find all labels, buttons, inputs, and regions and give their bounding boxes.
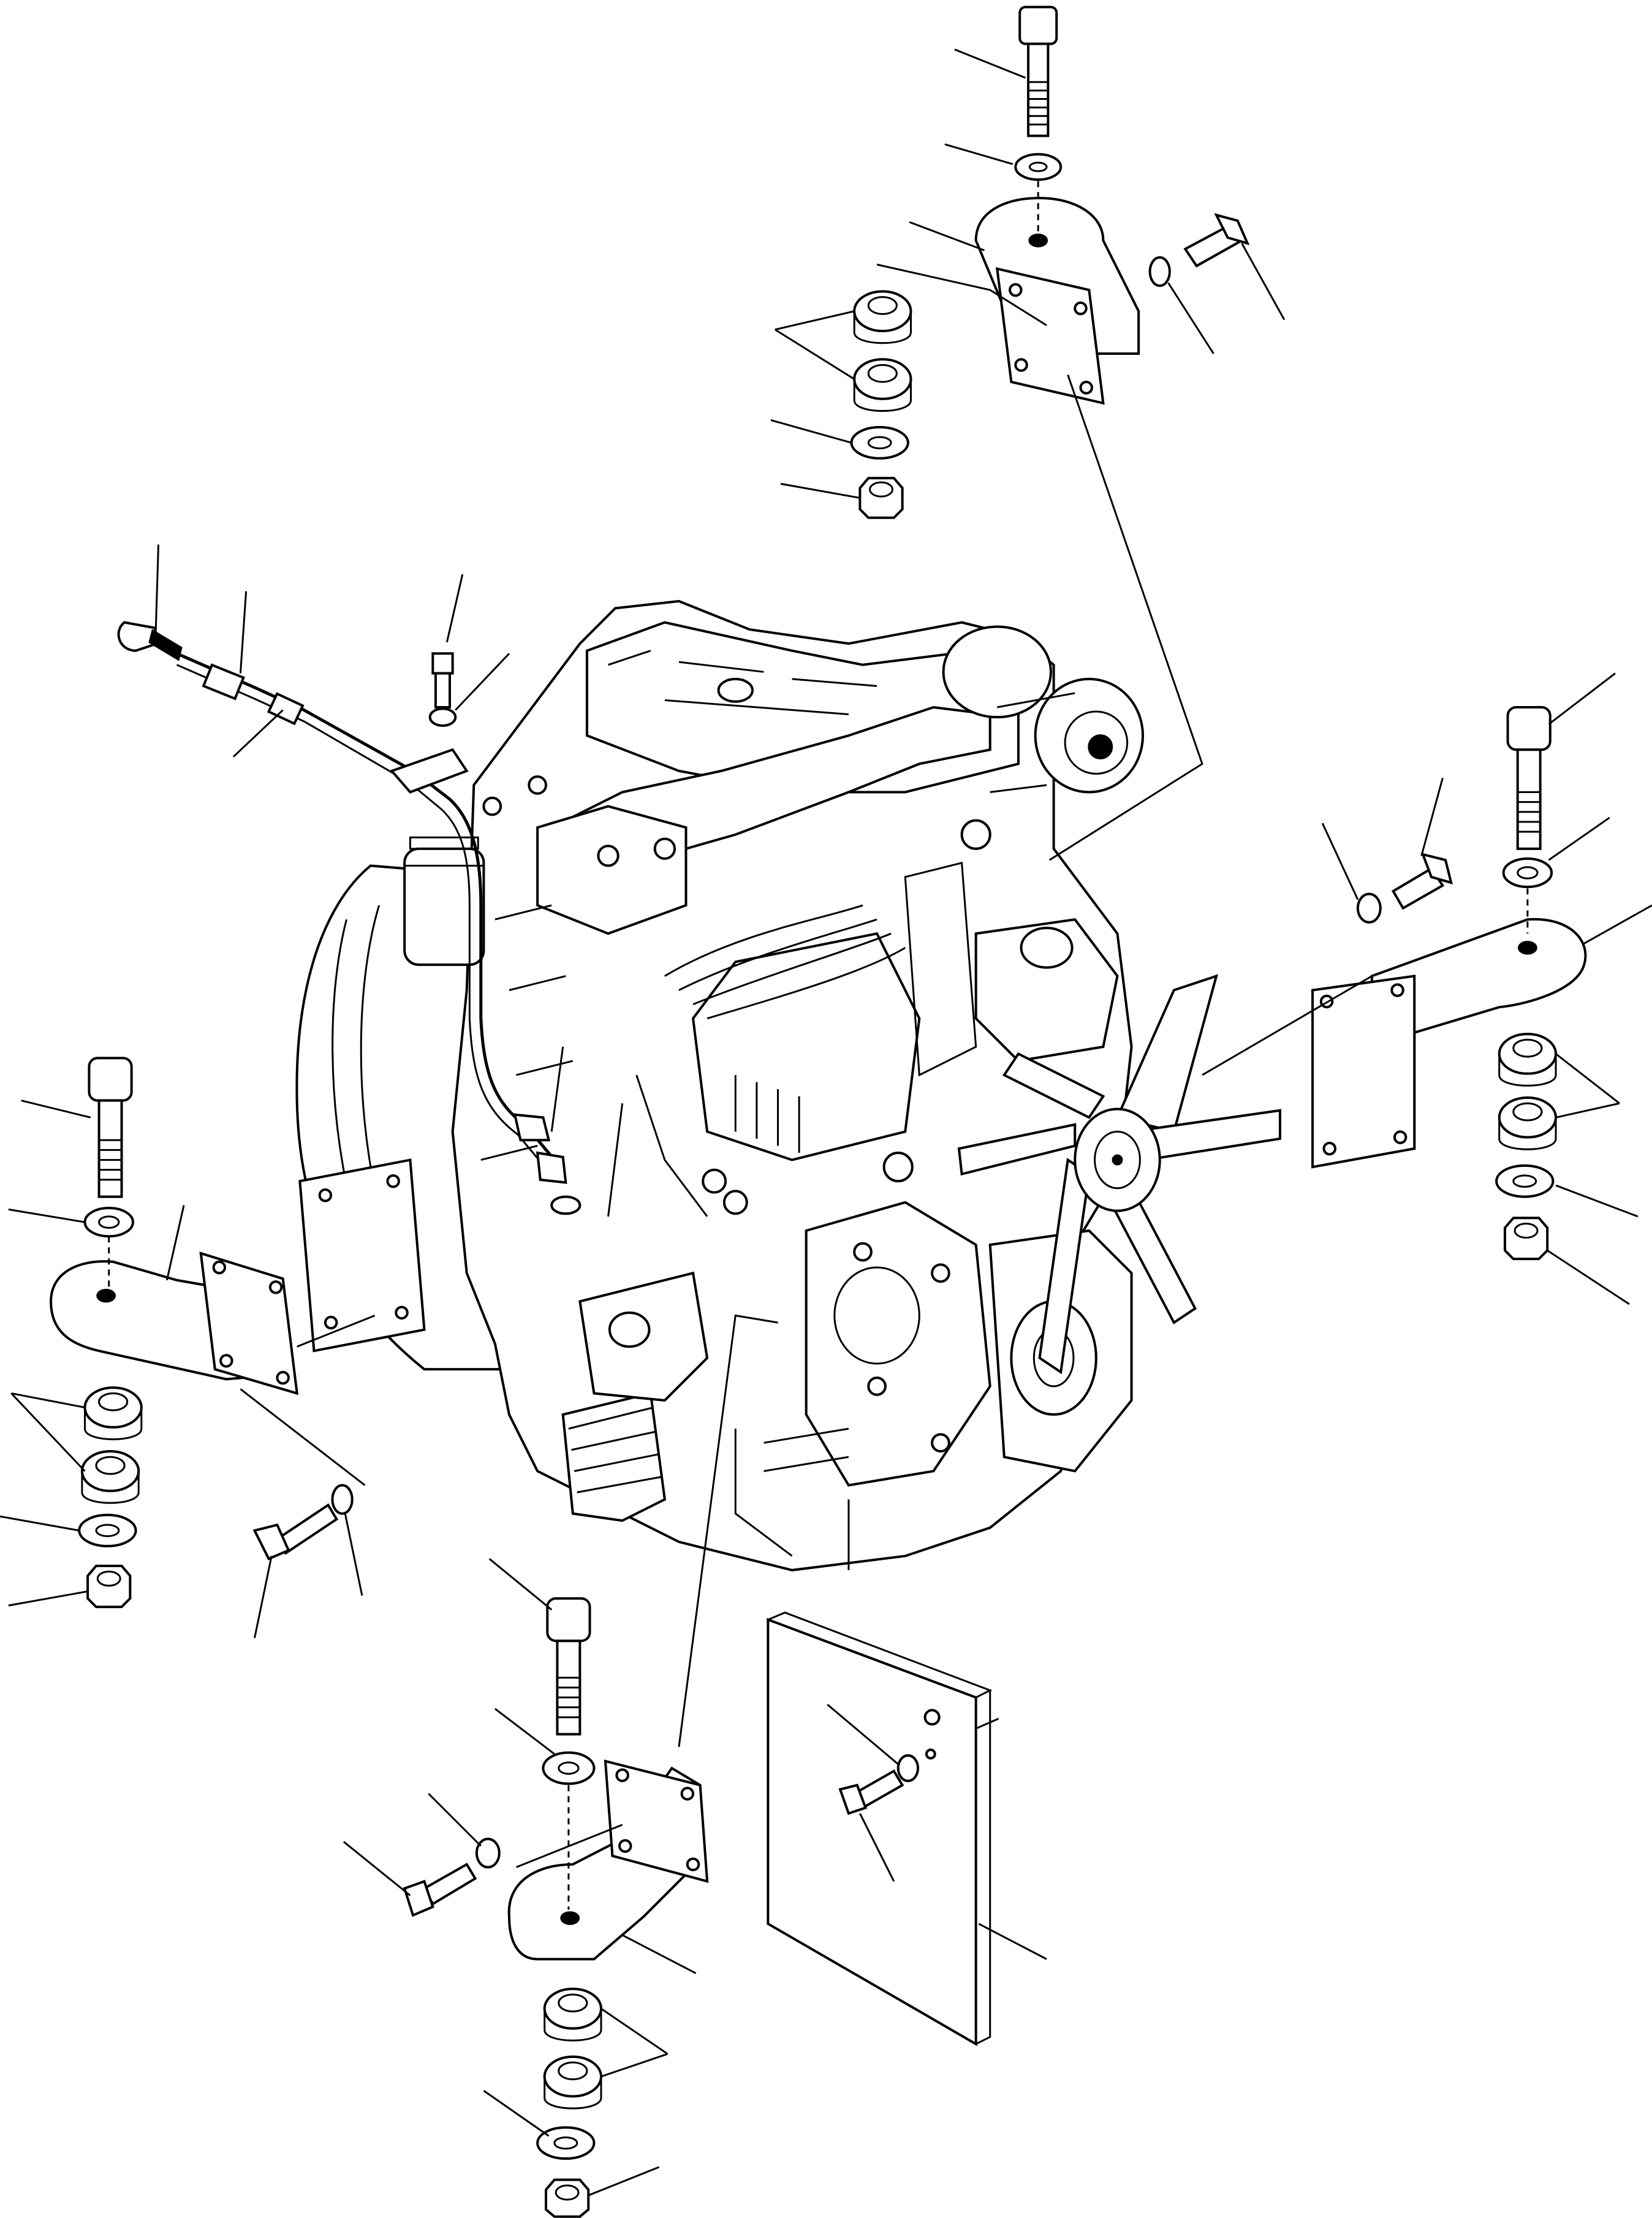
engine-block (297, 601, 1143, 1570)
mount-bracket-top (771, 7, 1284, 860)
shield-plate (768, 1612, 1047, 2044)
oil-level-gauge (119, 545, 580, 1214)
mount-bracket-right (1202, 674, 1652, 1304)
mount-bracket-bottom (344, 1315, 778, 2216)
cooling-fan (959, 976, 1280, 1372)
mount-bracket-left (0, 1058, 375, 1638)
